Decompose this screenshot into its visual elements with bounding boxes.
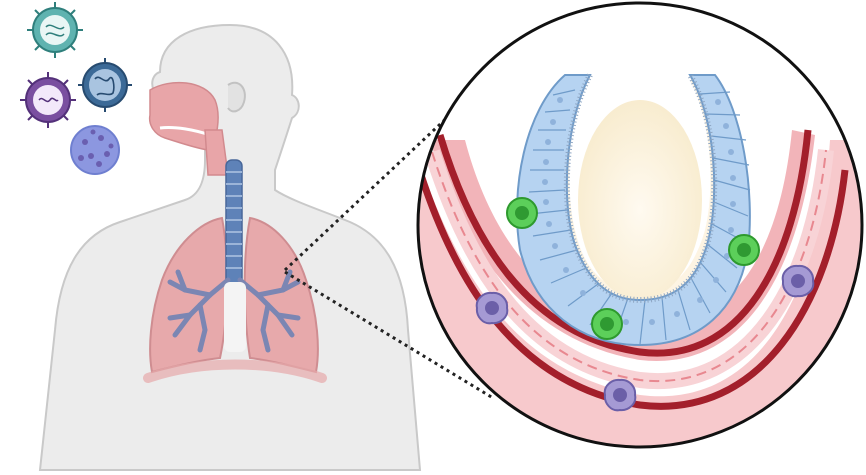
rsv-virus-icon	[78, 58, 132, 112]
mediastinum	[224, 282, 246, 352]
immune-cell	[605, 380, 636, 410]
ear	[228, 83, 245, 112]
infected-cell	[729, 235, 759, 265]
coronavirus-particle-icon	[27, 2, 83, 58]
infected-cell	[507, 198, 537, 228]
immune-cell	[783, 266, 814, 296]
airway-inset	[415, 3, 866, 470]
infected-cell	[592, 309, 622, 339]
adenovirus-icon	[71, 126, 119, 174]
trachea	[226, 160, 242, 285]
immune-cell	[477, 293, 508, 323]
influenza-virus-icon	[20, 72, 76, 128]
lumen-core	[578, 100, 702, 300]
